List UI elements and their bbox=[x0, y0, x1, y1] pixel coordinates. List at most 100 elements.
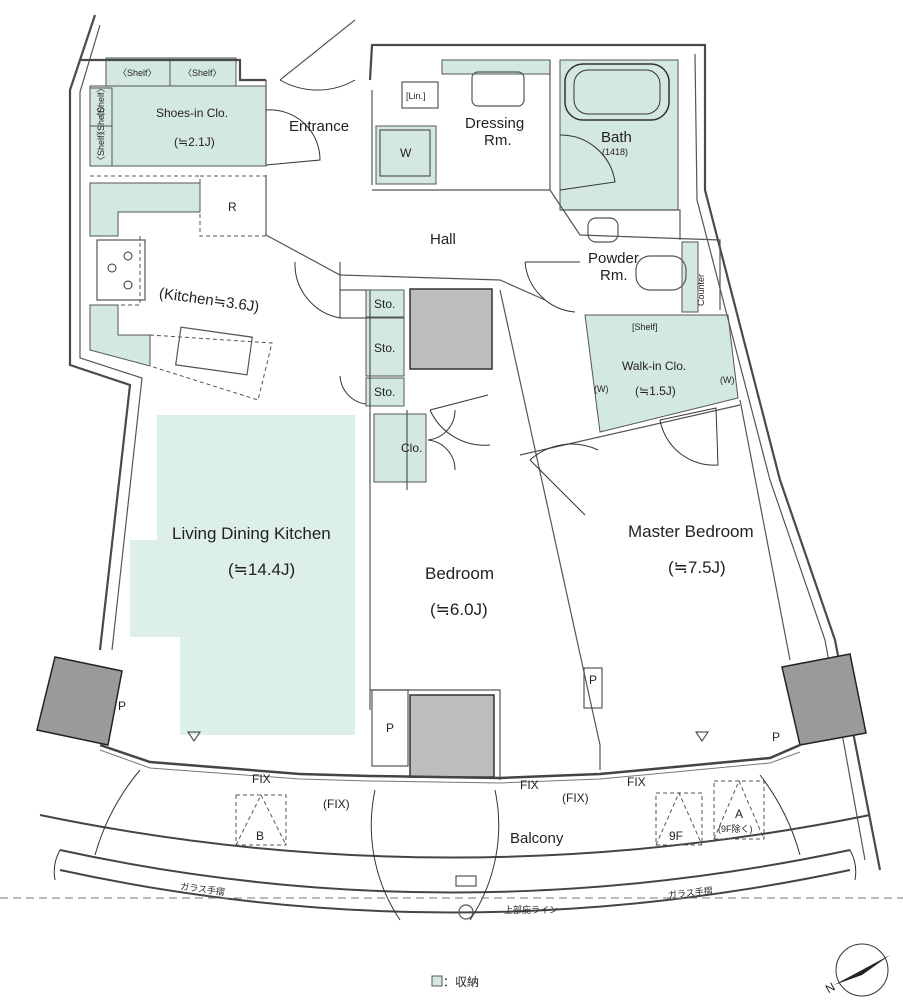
label-legend: ：収納 bbox=[443, 975, 479, 989]
hatch-a-x bbox=[713, 779, 765, 840]
door-master bbox=[529, 443, 599, 516]
label-clo: Clo. bbox=[401, 441, 422, 455]
door-sto bbox=[339, 289, 367, 405]
label-shelf-top-2: 〈Shelf〉 bbox=[183, 68, 222, 78]
walkin-closet-fill bbox=[584, 314, 739, 433]
living-area-fill bbox=[130, 415, 355, 735]
door-bedroom bbox=[429, 394, 491, 446]
compass-circle bbox=[835, 943, 889, 997]
balcony-curve-left bbox=[53, 769, 141, 881]
label-walkin-w-right: (W) bbox=[720, 375, 735, 385]
shelf-top-2 bbox=[169, 57, 237, 87]
shoes-closet-fill bbox=[89, 85, 267, 167]
p-box-2 bbox=[583, 667, 603, 709]
door-powder bbox=[524, 261, 580, 313]
label-fix-1: FIX bbox=[252, 772, 271, 786]
door-hall-ldk bbox=[294, 261, 341, 319]
stove-burners bbox=[107, 251, 133, 290]
triangle-marker-ldk bbox=[187, 731, 201, 742]
label-eave-line: 上部庇ライン bbox=[504, 904, 558, 915]
triangle-marker-master bbox=[695, 731, 709, 742]
door-walkin bbox=[659, 407, 719, 466]
drain bbox=[455, 875, 477, 887]
label-p-2: P bbox=[386, 721, 394, 735]
powder-basin bbox=[635, 255, 687, 291]
bath-fill bbox=[559, 59, 679, 211]
sto-fill-2 bbox=[365, 317, 405, 377]
label-counter: Counter bbox=[696, 274, 706, 306]
label-bath: Bath bbox=[601, 129, 632, 146]
label-fix-2: (FIX) bbox=[323, 797, 350, 811]
label-compass-n: N bbox=[823, 980, 838, 996]
label-shelf-side-1: 〈Shelf〉 bbox=[96, 83, 106, 122]
sto-fill-1 bbox=[365, 289, 405, 318]
label-bath-size: (1418) bbox=[602, 147, 628, 157]
label-master-size: (≒7.5J) bbox=[668, 558, 726, 577]
label-kitchen: (Kitchen≒3.6J) bbox=[158, 285, 260, 316]
label-shoes-size: (≒2.1J) bbox=[174, 135, 215, 149]
label-shelf-side-2: 〈Shelf〉 bbox=[96, 101, 106, 140]
label-bedroom-size: (≒6.0J) bbox=[430, 600, 488, 619]
label-washer-w: W bbox=[400, 146, 412, 160]
washer bbox=[379, 129, 431, 177]
pillar-left bbox=[36, 656, 123, 746]
label-shelf-side-3: 〈Shelf〉 bbox=[96, 126, 106, 165]
label-p-1: P bbox=[118, 699, 126, 713]
label-dressing-rm: Rm. bbox=[484, 132, 512, 149]
label-hatch-a: A bbox=[735, 807, 743, 821]
linen-cabinet bbox=[401, 81, 439, 109]
clo-fill bbox=[373, 413, 427, 483]
label-dressing: Dressing bbox=[465, 115, 524, 132]
dressing-storage-left bbox=[375, 125, 437, 185]
pillar-right bbox=[781, 653, 867, 746]
shaft-hall bbox=[409, 288, 493, 370]
toilet-tank bbox=[587, 217, 619, 243]
label-walkin: Walk-in Clo. bbox=[622, 359, 686, 373]
label-walkin-size: (≒1.5J) bbox=[635, 384, 676, 398]
label-hatch-b: B bbox=[256, 829, 264, 843]
shaft-bedroom bbox=[409, 694, 495, 778]
label-walkin-w-left: (W) bbox=[594, 384, 609, 394]
label-master: Master Bedroom bbox=[628, 522, 754, 541]
door-clo bbox=[427, 409, 456, 471]
label-ldk-size: (≒14.4J) bbox=[228, 560, 295, 579]
p-box-1 bbox=[371, 689, 409, 767]
window-line bbox=[99, 743, 801, 780]
outer-wall bbox=[68, 14, 882, 871]
door-shoes bbox=[265, 109, 321, 166]
window-line-inner bbox=[99, 749, 801, 784]
label-fix-5: FIX bbox=[627, 775, 646, 789]
label-glass-rail-right: ガラス手摺 bbox=[667, 885, 713, 901]
dressing-basin bbox=[471, 71, 525, 107]
label-fix-3: FIX bbox=[520, 778, 539, 792]
label-ldk: Living Dining Kitchen bbox=[172, 524, 331, 543]
label-bedroom: Bedroom bbox=[425, 564, 494, 583]
sink bbox=[175, 326, 253, 376]
label-balcony: Balcony bbox=[510, 830, 564, 847]
label-linen: [Lin.] bbox=[406, 91, 426, 101]
sto-fill-3 bbox=[365, 377, 405, 407]
kitchen-counter-fill bbox=[89, 182, 201, 237]
powder-storage bbox=[681, 241, 699, 313]
label-powder-rm: Rm. bbox=[600, 267, 628, 284]
bathtub bbox=[564, 63, 670, 121]
hatch-9f-x bbox=[655, 791, 703, 846]
bathtub-inner bbox=[573, 69, 661, 115]
label-p-4: P bbox=[772, 730, 780, 744]
label-hatch-a-note: (9F除く) bbox=[718, 823, 753, 834]
entrance-door bbox=[279, 19, 356, 91]
label-hatch-9f: 9F bbox=[669, 829, 683, 843]
balcony-door-arcs bbox=[370, 789, 500, 921]
hatch-b-x bbox=[235, 793, 287, 846]
door-bath bbox=[559, 134, 616, 191]
hatch-b bbox=[235, 794, 287, 846]
label-sto-1: Sto. bbox=[374, 297, 395, 311]
label-hall: Hall bbox=[430, 231, 456, 248]
shelf-side-2 bbox=[89, 125, 113, 167]
label-shoes: Shoes-in Clo. bbox=[156, 106, 228, 120]
label-sto-3: Sto. bbox=[374, 385, 395, 399]
drain-round bbox=[458, 904, 474, 920]
label-fridge-r: R bbox=[228, 200, 237, 214]
